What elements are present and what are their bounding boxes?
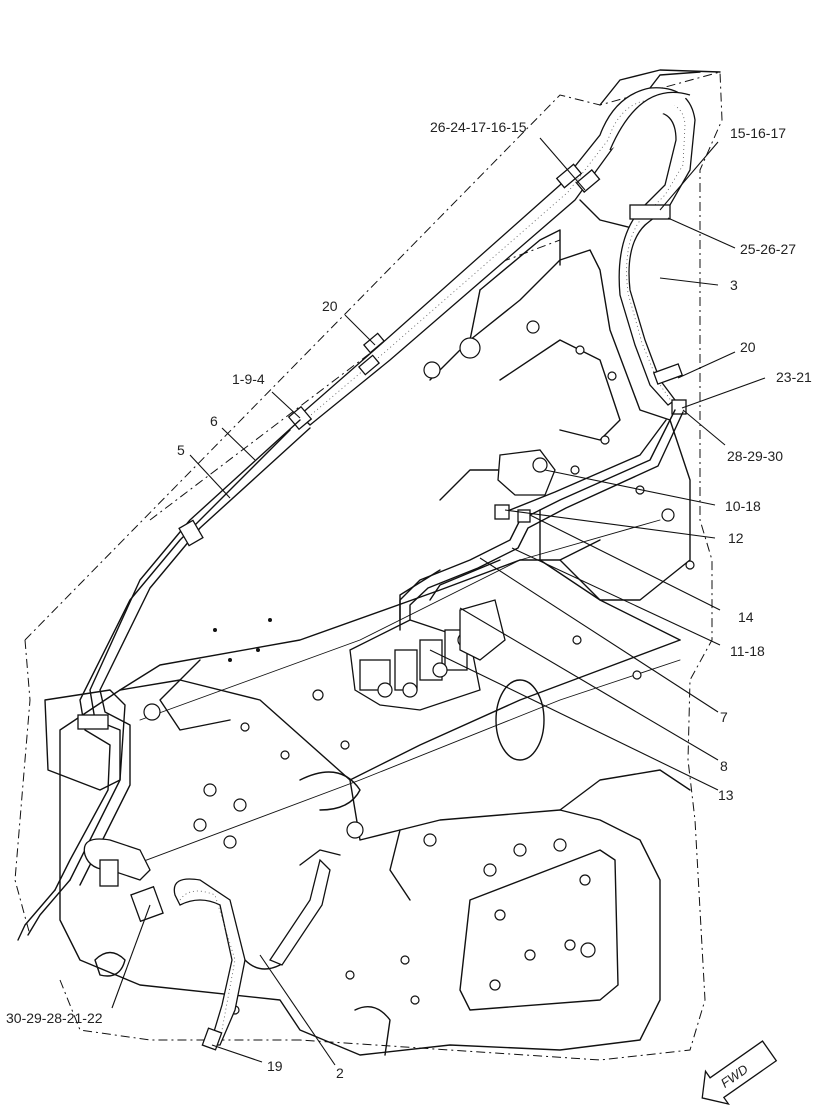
- rigid-tubes-left: [17, 419, 311, 941]
- callout-11-18: 11-18: [730, 643, 765, 659]
- callout-8: 8: [720, 758, 728, 774]
- callout-1-9-4: 1-9-4: [232, 371, 265, 387]
- callout-14: 14: [738, 609, 754, 625]
- callout-25-26-27: 25-26-27: [740, 241, 796, 257]
- callout-15-16-17: 15-16-17: [730, 125, 786, 141]
- callout-26-24-17-16-15: 26-24-17-16-15: [430, 119, 527, 135]
- callout-2: 2: [336, 1065, 344, 1081]
- control-valve: [349, 569, 506, 711]
- callout-10-18: 10-18: [725, 498, 761, 514]
- pilot-valve: [494, 449, 556, 523]
- lower-hose-assembly: [83, 838, 341, 1051]
- right-tubes: [399, 409, 684, 641]
- bolt-holes: [143, 320, 695, 1015]
- callout-5: 5: [177, 442, 185, 458]
- fwd-arrow: FWD: [701, 1040, 778, 1106]
- callout-3: 3: [730, 277, 738, 293]
- leader-lines: [111, 137, 766, 1066]
- callout-28-29-30: 28-29-30: [727, 448, 783, 464]
- callout-20-top: 20: [322, 298, 338, 314]
- callout-7: 7: [720, 709, 728, 725]
- frame-outline: [14, 71, 723, 1061]
- callout-19: 19: [267, 1058, 283, 1074]
- upper-hose-assembly: [287, 71, 701, 431]
- callout-23-21: 23-21: [776, 369, 812, 385]
- machine-chassis: [44, 69, 721, 1056]
- callout-6: 6: [210, 413, 218, 429]
- callout-12: 12: [728, 530, 744, 546]
- callout-20-right: 20: [740, 339, 756, 355]
- callout-30-29-28-21-22: 30-29-28-21-22: [6, 1010, 103, 1026]
- callout-13: 13: [718, 787, 734, 803]
- callout-labels: 26-24-17-16-15 15-16-17 25-26-27 3 20 20…: [6, 119, 812, 1081]
